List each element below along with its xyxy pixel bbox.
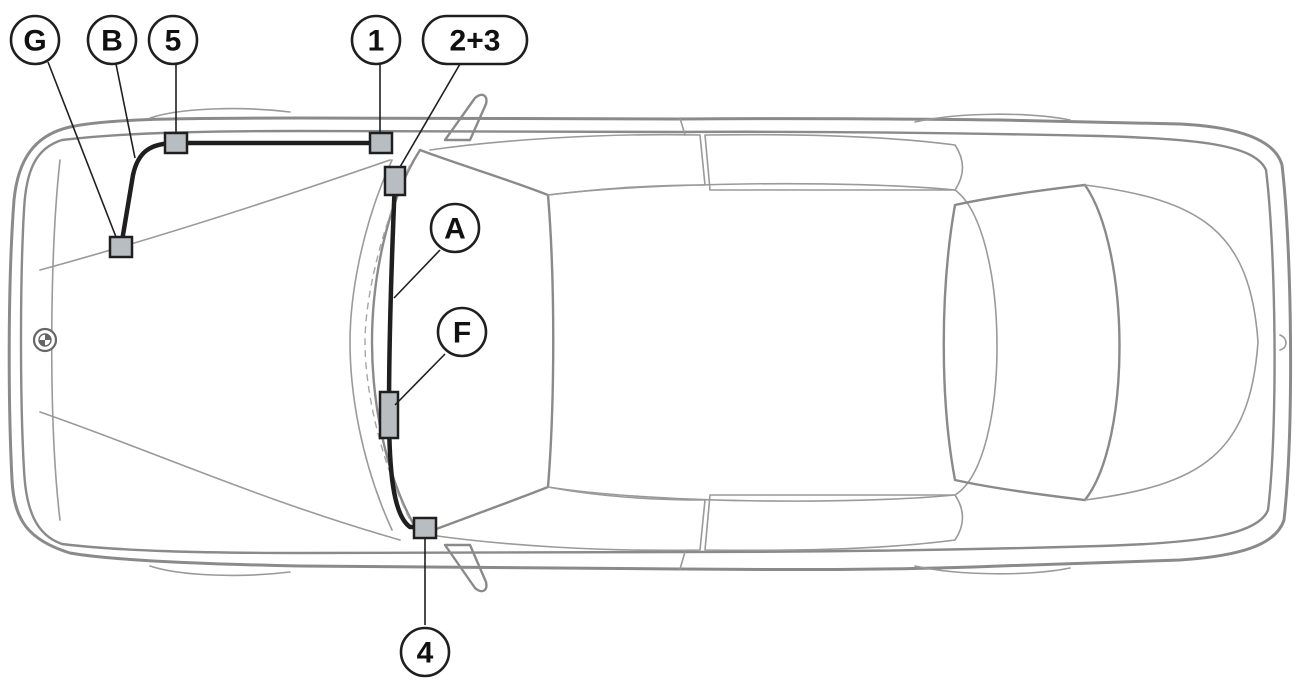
side-window-top-front	[429, 133, 706, 196]
callout-2-3-label: 2+3	[450, 25, 501, 58]
component-4	[412, 516, 438, 540]
car-body-shoulder	[19, 129, 1276, 555]
callout-f-label: F	[453, 317, 471, 350]
leader-f	[394, 353, 446, 406]
leader-b	[115, 63, 136, 159]
wheel-front-top	[149, 107, 291, 119]
trunk-line	[1084, 184, 1259, 501]
windshield-frame	[349, 159, 393, 531]
mirror-bottom	[443, 543, 488, 593]
windshield-inner	[364, 164, 411, 521]
car-top-view	[7, 93, 1293, 593]
car-body-outline	[7, 116, 1293, 572]
door-seam-top	[679, 117, 686, 136]
callout-g: G	[9, 14, 61, 66]
leader-lines	[47, 61, 461, 625]
component-2-3	[383, 165, 407, 197]
callout-a-label: A	[444, 213, 466, 246]
wheel-rear-bottom	[914, 565, 1071, 575]
callout-f: F	[436, 306, 488, 358]
rear-emblem-icon	[1279, 334, 1287, 351]
callout-a: A	[429, 202, 481, 254]
callout-4-label: 4	[417, 637, 434, 670]
wheel-front-bottom	[149, 565, 291, 577]
callout-1-label: 1	[368, 25, 385, 58]
roof-outline	[547, 182, 998, 502]
callout-1: 1	[350, 14, 402, 66]
callouts: G B 5 1 2+3 A F 4	[9, 14, 529, 678]
component-f	[378, 390, 400, 440]
hood-line-lower	[39, 411, 401, 541]
leader-g	[47, 61, 117, 238]
callout-b-label: B	[101, 25, 123, 58]
callout-b: B	[86, 14, 138, 66]
callout-2-3: 2+3	[421, 14, 529, 66]
wheel-rear-top	[914, 113, 1071, 123]
mirror-top	[443, 93, 488, 142]
hood-line-upper	[39, 159, 391, 271]
leader-2-3	[399, 63, 461, 168]
callout-4: 4	[399, 626, 451, 678]
callout-5: 5	[147, 14, 199, 66]
side-window-bottom-front	[429, 486, 706, 552]
component-5	[163, 131, 189, 155]
component-g	[108, 235, 134, 259]
callout-g-label: G	[23, 25, 46, 58]
leader-a	[393, 249, 441, 299]
door-seam-bottom	[679, 551, 686, 570]
bmw-roundel-icon	[32, 327, 58, 353]
callout-5-label: 5	[165, 25, 182, 58]
side-window-top-rear	[704, 133, 964, 191]
component-1	[368, 131, 394, 155]
side-window-bottom-rear	[704, 494, 964, 552]
